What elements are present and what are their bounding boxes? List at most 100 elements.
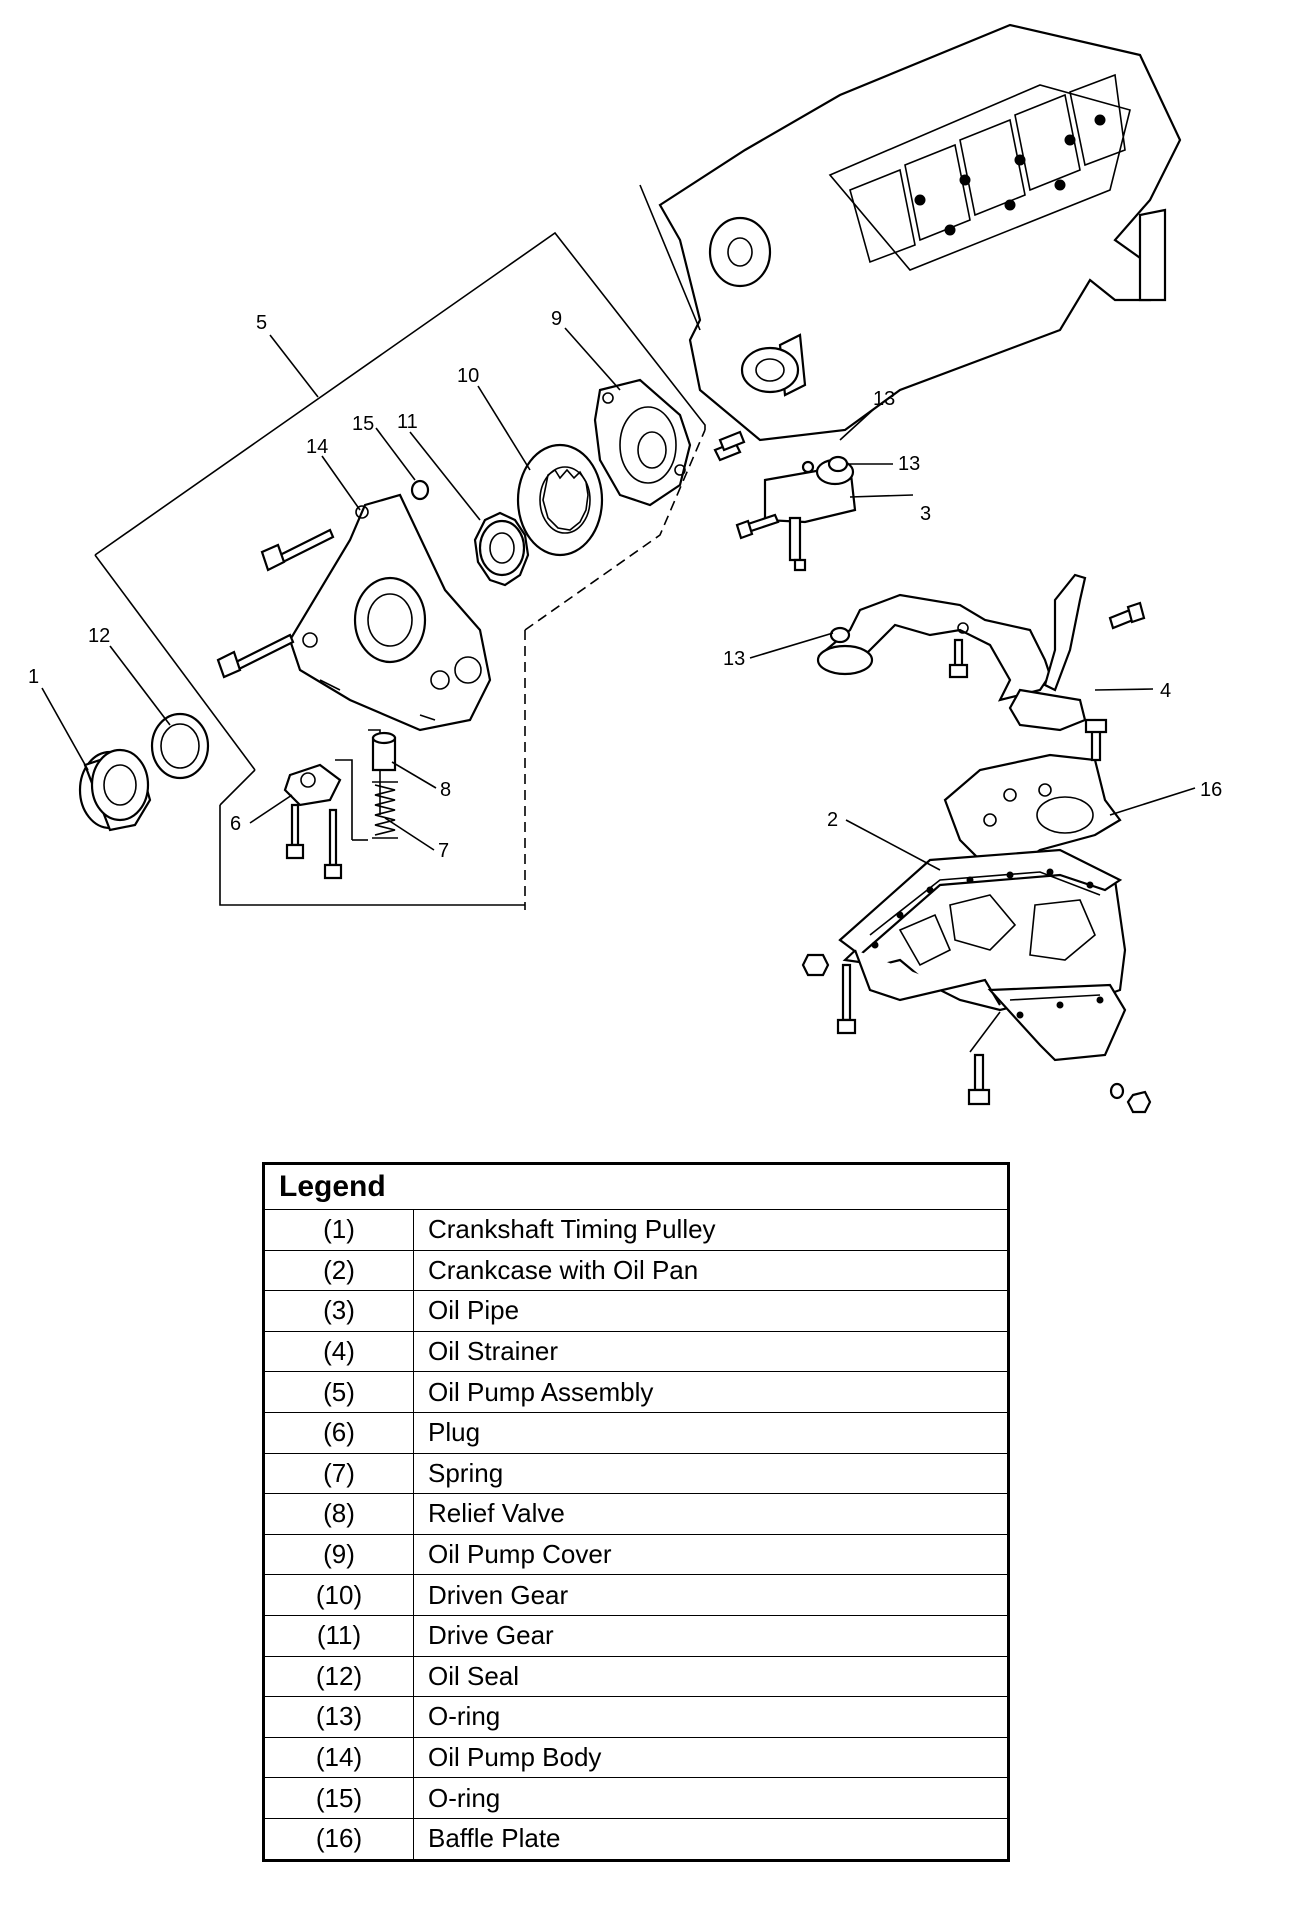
legend-part-name: Oil Pump Assembly xyxy=(413,1371,1009,1413)
callout-2: 2 xyxy=(827,809,838,831)
legend-row: (6)Plug xyxy=(263,1411,1009,1454)
legend-part-name: Drive Gear xyxy=(413,1614,1009,1657)
legend-part-name: Baffle Plate xyxy=(413,1817,1009,1861)
drain-plug xyxy=(1126,1090,1152,1114)
legend-part-name: O-ring xyxy=(413,1696,1009,1738)
callout-13-engine: 13 xyxy=(873,388,895,410)
legend-number: (11) xyxy=(263,1614,414,1657)
legend-row: (9)Oil Pump Cover xyxy=(263,1533,1009,1576)
callout-13-strainer: 13 xyxy=(723,648,745,670)
legend-row: (5)Oil Pump Assembly xyxy=(263,1371,1009,1413)
legend-part-name: Relief Valve xyxy=(413,1493,1009,1535)
driven-gear xyxy=(516,443,604,557)
exploded-parts-diagram: 1 2 3 4 5 6 7 8 9 10 11 12 13 13 13 14 1… xyxy=(28,23,1222,1114)
callout-8: 8 xyxy=(440,779,451,801)
legend-row: (1)Crankshaft Timing Pulley xyxy=(263,1209,1009,1251)
legend-part-name: Oil Pump Cover xyxy=(413,1533,1009,1576)
legend-number: (10) xyxy=(263,1574,414,1616)
callout-13-pipe: 13 xyxy=(898,453,920,475)
oil-pump-body xyxy=(288,493,492,732)
legend-part-name: Oil Strainer xyxy=(413,1330,1009,1373)
legend-row: (4)Oil Strainer xyxy=(263,1330,1009,1373)
legend-part-name: Spring xyxy=(413,1452,1009,1495)
oil-seal xyxy=(150,712,210,780)
pan-bolt-left xyxy=(836,963,857,1035)
legend-number: (2) xyxy=(263,1249,414,1292)
callout-12: 12 xyxy=(88,625,110,647)
legend-row: (10)Driven Gear xyxy=(263,1574,1009,1616)
legend-number: (13) xyxy=(263,1696,414,1738)
legend-row: (14)Oil Pump Body xyxy=(263,1736,1009,1779)
spring xyxy=(372,781,398,839)
callout-14: 14 xyxy=(306,436,328,458)
oil-pipe-bolt xyxy=(735,513,780,540)
drain-washer xyxy=(1109,1082,1125,1100)
plug-bolt-left xyxy=(285,803,305,860)
plug-bolt-right xyxy=(323,808,343,880)
callout-1: 1 xyxy=(28,666,39,688)
callout-10: 10 xyxy=(457,365,479,387)
legend-title: Legend xyxy=(263,1163,1009,1210)
legend-part-name: Crankshaft Timing Pulley xyxy=(413,1209,1009,1251)
legend-row: (3)Oil Pipe xyxy=(263,1290,1009,1332)
oil-pump-assembly-outline xyxy=(94,231,706,910)
legend-number: (6) xyxy=(263,1411,414,1454)
callout-9: 9 xyxy=(551,308,562,330)
baffle-bolt xyxy=(1084,718,1108,762)
engine-block xyxy=(639,23,1182,442)
crankcase-with-oil-pan xyxy=(838,848,1127,1062)
pan-bolt-bottom xyxy=(967,1053,991,1106)
legend-number: (15) xyxy=(263,1777,414,1819)
legend-number: (8) xyxy=(263,1493,414,1535)
engine-screw xyxy=(718,430,746,452)
legend-number: (14) xyxy=(263,1736,414,1779)
crankshaft-timing-pulley xyxy=(78,748,152,832)
oil-pipe xyxy=(763,458,857,572)
strainer-bolt xyxy=(948,638,969,679)
drive-gear xyxy=(473,511,530,587)
legend-row: (7)Spring xyxy=(263,1452,1009,1495)
plug xyxy=(283,763,342,807)
legend-row: (15)O-ring xyxy=(263,1777,1009,1819)
legend-number: (7) xyxy=(263,1452,414,1495)
callout-11: 11 xyxy=(397,411,418,433)
legend-number: (4) xyxy=(263,1330,414,1373)
legend-number: (9) xyxy=(263,1533,414,1576)
o-ring-15 xyxy=(410,479,430,501)
callout-labels: 1 2 3 4 5 6 7 8 9 10 11 12 13 13 13 14 1… xyxy=(28,308,1222,862)
callout-3: 3 xyxy=(920,503,931,525)
callout-7: 7 xyxy=(438,840,449,862)
callout-16: 16 xyxy=(1200,779,1222,801)
legend-number: (1) xyxy=(263,1209,414,1251)
legend-part-name: Oil Pipe xyxy=(413,1290,1009,1332)
legend-part-name: Crankcase with Oil Pan xyxy=(413,1249,1009,1292)
pan-nut xyxy=(801,953,830,977)
relief-valve xyxy=(371,731,397,772)
legend-part-name: Oil Pump Body xyxy=(413,1736,1009,1779)
leader-lines xyxy=(41,327,1196,1053)
callout-4: 4 xyxy=(1160,680,1171,702)
legend-number: (5) xyxy=(263,1371,414,1413)
oil-pump-cover xyxy=(593,378,692,507)
strainer-bracket-bolt xyxy=(1108,601,1146,630)
callout-6: 6 xyxy=(230,813,241,835)
pump-body-bolt-lower xyxy=(216,633,295,679)
callout-15: 15 xyxy=(352,413,374,435)
legend-part-name: Driven Gear xyxy=(413,1574,1009,1616)
legend-row: (2)Crankcase with Oil Pan xyxy=(263,1249,1009,1292)
legend-part-name: O-ring xyxy=(413,1777,1009,1819)
legend-number: (12) xyxy=(263,1655,414,1698)
legend-row: (13)O-ring xyxy=(263,1696,1009,1738)
legend-part-name: Plug xyxy=(413,1411,1009,1454)
legend-number: (16) xyxy=(263,1817,414,1861)
legend-row: (8)Relief Valve xyxy=(263,1493,1009,1535)
callout-5: 5 xyxy=(256,312,267,334)
o-ring-13-pipe xyxy=(801,455,849,474)
legend-part-name: Oil Seal xyxy=(413,1655,1009,1698)
legend-row: (16)Baffle Plate xyxy=(263,1817,1009,1861)
legend-row: (12)Oil Seal xyxy=(263,1655,1009,1698)
legend-row: (11)Drive Gear xyxy=(263,1614,1009,1657)
pump-body-bolt-upper xyxy=(260,528,335,572)
oil-strainer xyxy=(816,573,1087,732)
legend-table: Legend (1)Crankshaft Timing Pulley (2)Cr… xyxy=(262,1162,1010,1862)
